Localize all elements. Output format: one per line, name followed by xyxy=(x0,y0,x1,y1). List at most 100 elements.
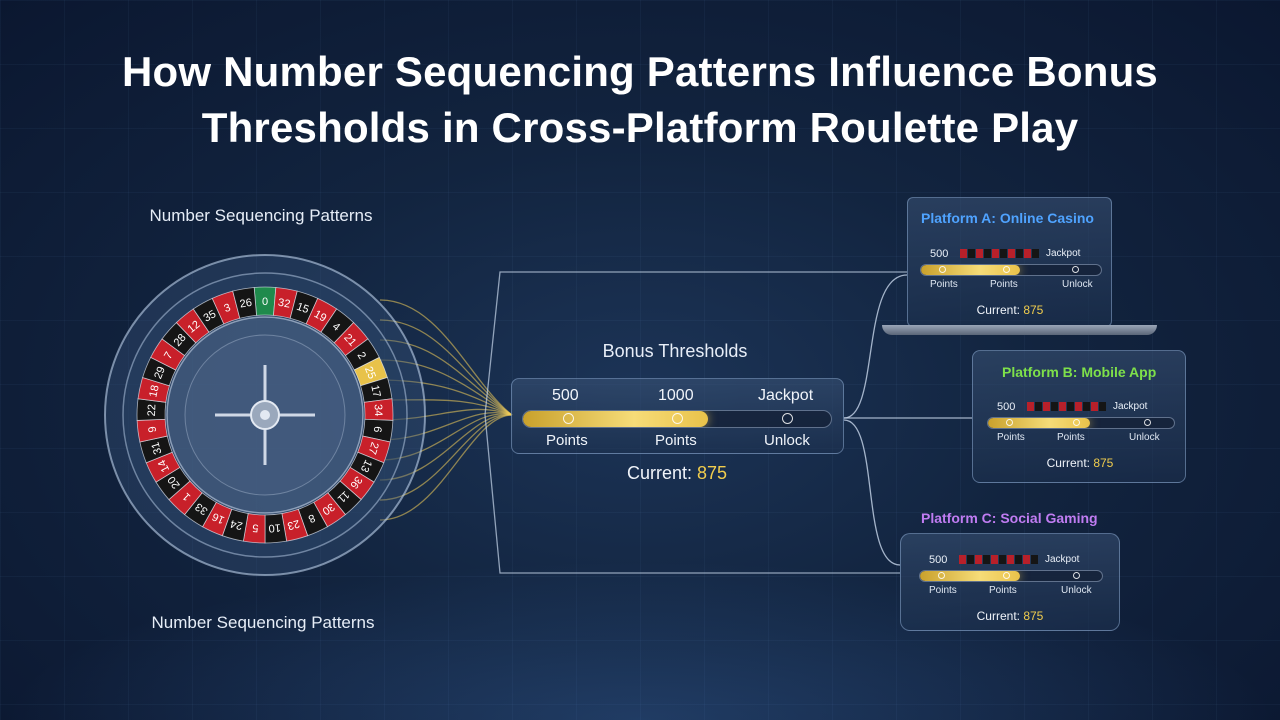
platform-c-sublabel-1: Points xyxy=(929,585,957,596)
wheel-pocket-number: 10 xyxy=(268,521,281,534)
connector-platform-c xyxy=(843,419,901,566)
platform-a-marker-2 xyxy=(1003,266,1011,273)
connector-top xyxy=(484,271,907,416)
wheel-pocket-number: 32 xyxy=(277,297,291,311)
sequence-chip xyxy=(1007,555,1014,564)
sequence-chip xyxy=(1016,249,1023,258)
platform-a-marker-1 xyxy=(938,266,946,273)
platform-a-marker-3 xyxy=(1071,266,1079,273)
wheel-pocket-number: 7 xyxy=(162,350,175,362)
wheel-pocket-number: 16 xyxy=(210,510,226,526)
pattern-ray xyxy=(379,414,513,481)
sequence-chip xyxy=(1024,249,1031,258)
wheel-pocket-number: 27 xyxy=(366,440,381,455)
main-sublabel-2: Points xyxy=(655,432,697,449)
platform-b-label-jackpot: Jackpot xyxy=(1113,401,1148,412)
wheel-pocket-number: 20 xyxy=(166,474,183,491)
sequence-chip xyxy=(967,555,974,564)
sequence-chip xyxy=(1059,402,1066,411)
main-label-1000: 1000 xyxy=(658,387,694,404)
sequence-chip xyxy=(1008,249,1015,258)
sequence-chip xyxy=(984,249,991,258)
platform-c-sublabel-3: Unlock xyxy=(1061,585,1092,596)
platform-c-current-label: Current: xyxy=(976,609,1024,623)
platform-a-label-jackpot: Jackpot xyxy=(1046,248,1081,259)
wheel-pocket-number: 30 xyxy=(320,500,337,517)
pattern-ray xyxy=(379,359,513,416)
wheel-pocket-number: 31 xyxy=(149,440,164,455)
sequence-chip xyxy=(1091,402,1098,411)
sequence-chip xyxy=(976,249,983,258)
platform-c-label-500: 500 xyxy=(929,554,948,566)
pattern-ray xyxy=(379,414,513,501)
platform-b-current-label: Current: xyxy=(1046,456,1094,470)
platform-a-sublabel-1: Points xyxy=(930,279,958,290)
platform-a-current-label: Current: xyxy=(976,303,1024,317)
sequence-chip xyxy=(968,249,975,258)
main-current-label: Current: xyxy=(626,463,692,483)
main-marker-jackpot xyxy=(782,413,793,424)
platform-c-marker-1 xyxy=(937,572,945,579)
wheel-pocket-number: 8 xyxy=(306,511,317,524)
platform-b-current-number: 875 xyxy=(1093,456,1114,470)
platform-b-sublabel-2: Points xyxy=(1057,432,1085,443)
sequence-chip xyxy=(975,555,982,564)
wheel-label-top: Number Sequencing Patterns xyxy=(149,206,373,225)
sequence-chip xyxy=(1043,402,1050,411)
platform-b-title: Platform B: Mobile App xyxy=(1002,364,1157,380)
wheel-pocket-number: 9 xyxy=(147,426,160,434)
sequence-chip xyxy=(1099,402,1106,411)
wheel-pocket-number: 22 xyxy=(146,404,159,417)
platform-b-progress-track xyxy=(987,417,1175,429)
wheel-pocket-number: 19 xyxy=(312,308,329,324)
main-sublabel-1: Points xyxy=(546,432,588,449)
platform-b-current-value: Current: 875 xyxy=(987,456,1173,470)
platform-b-marker-2 xyxy=(1073,419,1081,426)
wheel-pocket-number: 14 xyxy=(156,458,172,474)
wheel-pocket-number: 13 xyxy=(358,458,374,474)
platform-b-sublabel-3: Unlock xyxy=(1129,432,1160,443)
platform-c-progress-track xyxy=(919,570,1103,582)
main-label-jackpot: Jackpot xyxy=(758,387,814,404)
platform-a-current-number: 875 xyxy=(1023,303,1044,317)
pattern-ray xyxy=(379,299,513,416)
wheel-pocket-number: 33 xyxy=(193,500,210,517)
sequence-chip xyxy=(1075,402,1082,411)
pattern-ray xyxy=(379,319,513,416)
platform-b-label-500: 500 xyxy=(997,401,1016,413)
wheel-pocket-number: 6 xyxy=(371,426,384,434)
platform-c-label-jackpot: Jackpot xyxy=(1045,554,1080,565)
sequence-chip xyxy=(1023,555,1030,564)
platform-c-title: Platform C: Social Gaming xyxy=(921,510,1098,526)
main-sublabel-3: Unlock xyxy=(764,432,810,449)
sequence-chip xyxy=(1083,402,1090,411)
platform-b-marker-1 xyxy=(1006,419,1014,426)
sequence-chip xyxy=(991,555,998,564)
connector-platform-a xyxy=(843,274,908,419)
wheel-pocket-number: 0 xyxy=(262,296,268,308)
platform-c-current-value: Current: 875 xyxy=(919,609,1101,623)
platform-b-sequence-chips xyxy=(1027,402,1106,411)
wheel-pocket-number: 36 xyxy=(347,474,364,491)
sequence-chip xyxy=(1035,402,1042,411)
connector-bottom xyxy=(484,414,900,574)
platform-a-sequence-chips xyxy=(960,249,1039,258)
page-title: How Number Sequencing Patterns Influence… xyxy=(0,44,1280,156)
wheel-pocket-number: 26 xyxy=(239,297,253,311)
title-line-2: Thresholds in Cross-Platform Roulette Pl… xyxy=(201,104,1079,151)
platform-a-progress-fill xyxy=(921,265,1020,275)
platform-a-progress-track xyxy=(920,264,1102,276)
sequence-chip xyxy=(960,249,967,258)
main-threshold-panel: 500 1000 Jackpot Points Points Unlock xyxy=(511,378,844,454)
main-label-500: 500 xyxy=(552,387,579,404)
wheel-pocket-number: 12 xyxy=(185,319,202,336)
sequence-chip xyxy=(999,555,1006,564)
sequence-chip xyxy=(1032,249,1039,258)
pattern-ray xyxy=(379,339,513,416)
platform-a-sublabel-2: Points xyxy=(990,279,1018,290)
